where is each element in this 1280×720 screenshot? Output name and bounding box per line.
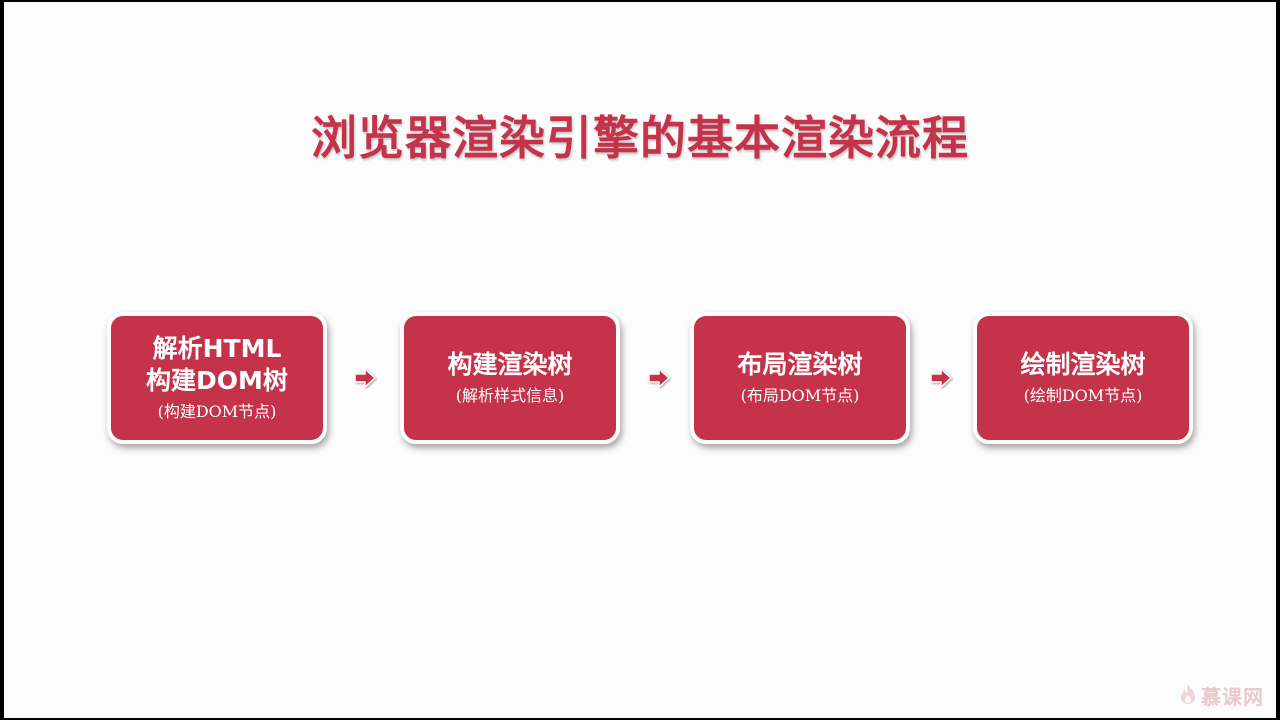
step-4-subtitle: (绘制DOM节点)	[1023, 386, 1143, 405]
watermark-text: 慕课网	[1201, 685, 1264, 709]
step-layout-render-tree: 布局渲染树 (布局DOM节点)	[690, 312, 910, 444]
step-1-line-1: 解析HTML	[152, 334, 282, 363]
slide-title: 浏览器渲染引擎的基本渲染流程	[311, 111, 969, 165]
step-parse-html: 解析HTML 构建DOM树 (构建DOM节点)	[107, 312, 327, 444]
step-3-line-1: 布局渲染树	[737, 350, 863, 379]
arrow-right-icon	[928, 366, 954, 390]
step-1-subtitle: (构建DOM节点)	[157, 402, 277, 421]
arrow-right-icon	[646, 366, 672, 390]
watermark: 慕课网	[1179, 681, 1264, 710]
slide: 浏览器渲染引擎的基本渲染流程 解析HTML 构建DOM树 (构建DOM节点) 构…	[4, 2, 1276, 718]
step-4-line-1: 绘制渲染树	[1020, 350, 1146, 379]
step-2-line-1: 构建渲染树	[447, 350, 573, 379]
step-build-render-tree: 构建渲染树 (解析样式信息)	[400, 312, 620, 444]
flame-icon	[1179, 683, 1197, 709]
arrow-right-icon	[352, 366, 378, 390]
step-paint-render-tree: 绘制渲染树 (绘制DOM节点)	[973, 312, 1193, 444]
step-2-subtitle: (解析样式信息)	[455, 386, 565, 405]
step-3-subtitle: (布局DOM节点)	[740, 386, 860, 405]
step-1-line-2: 构建DOM树	[146, 366, 288, 395]
